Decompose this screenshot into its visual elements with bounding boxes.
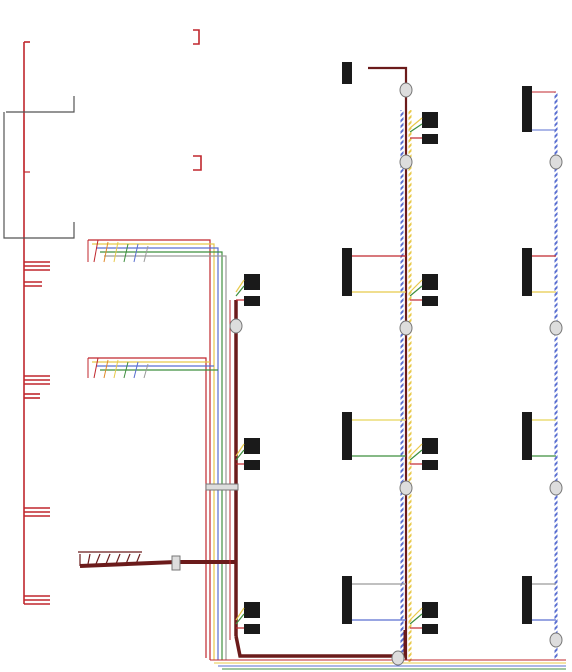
column-2-trunk — [368, 66, 412, 662]
terminal-block — [342, 412, 352, 460]
left-power-trunk — [23, 41, 50, 605]
connector-pair — [422, 274, 438, 306]
terminal-block — [522, 86, 532, 132]
terminal-block — [522, 412, 532, 460]
connector-pair — [244, 438, 260, 470]
column-1-trunk — [229, 300, 406, 658]
terminal-blocks-tall — [342, 62, 532, 624]
splice-marker — [549, 480, 563, 496]
connector-pair — [422, 602, 438, 634]
splice-sleeve — [171, 555, 181, 571]
splice-sleeve-wide — [205, 483, 239, 491]
terminal-block — [342, 248, 352, 296]
bracket-glyph-top — [193, 29, 200, 45]
bottom-bus — [210, 659, 566, 670]
splice-marker — [549, 320, 563, 336]
fanout-bundle-lower — [88, 357, 218, 658]
bracket-glyph-mid — [193, 155, 202, 171]
terminal-block — [522, 248, 532, 296]
column-3-trunk — [532, 91, 558, 660]
pigtails — [235, 117, 423, 629]
left-gray-frame — [3, 96, 75, 239]
terminal-block — [342, 576, 352, 624]
fanout-tails-lower — [87, 357, 149, 379]
terminal-block — [342, 62, 352, 84]
connector-pair — [422, 438, 438, 470]
fanout-bundle-upper — [88, 239, 227, 660]
fanout-tails-upper — [87, 239, 149, 263]
connector-pairs — [244, 112, 438, 634]
splice-marker — [399, 154, 413, 170]
splice-marker — [399, 480, 413, 496]
bottom-maroon-harness — [78, 551, 236, 568]
terminal-block — [522, 576, 532, 624]
splice-marker — [399, 320, 413, 336]
connector-pair — [244, 602, 260, 634]
splice-marker — [391, 650, 405, 666]
connector-pair — [422, 112, 438, 144]
splice-markers — [205, 82, 563, 666]
connector-pair — [244, 274, 260, 306]
splice-marker — [399, 82, 413, 98]
splice-marker — [549, 632, 563, 648]
cross-connects — [352, 255, 556, 621]
splice-marker — [549, 154, 563, 170]
splice-marker — [229, 318, 243, 334]
